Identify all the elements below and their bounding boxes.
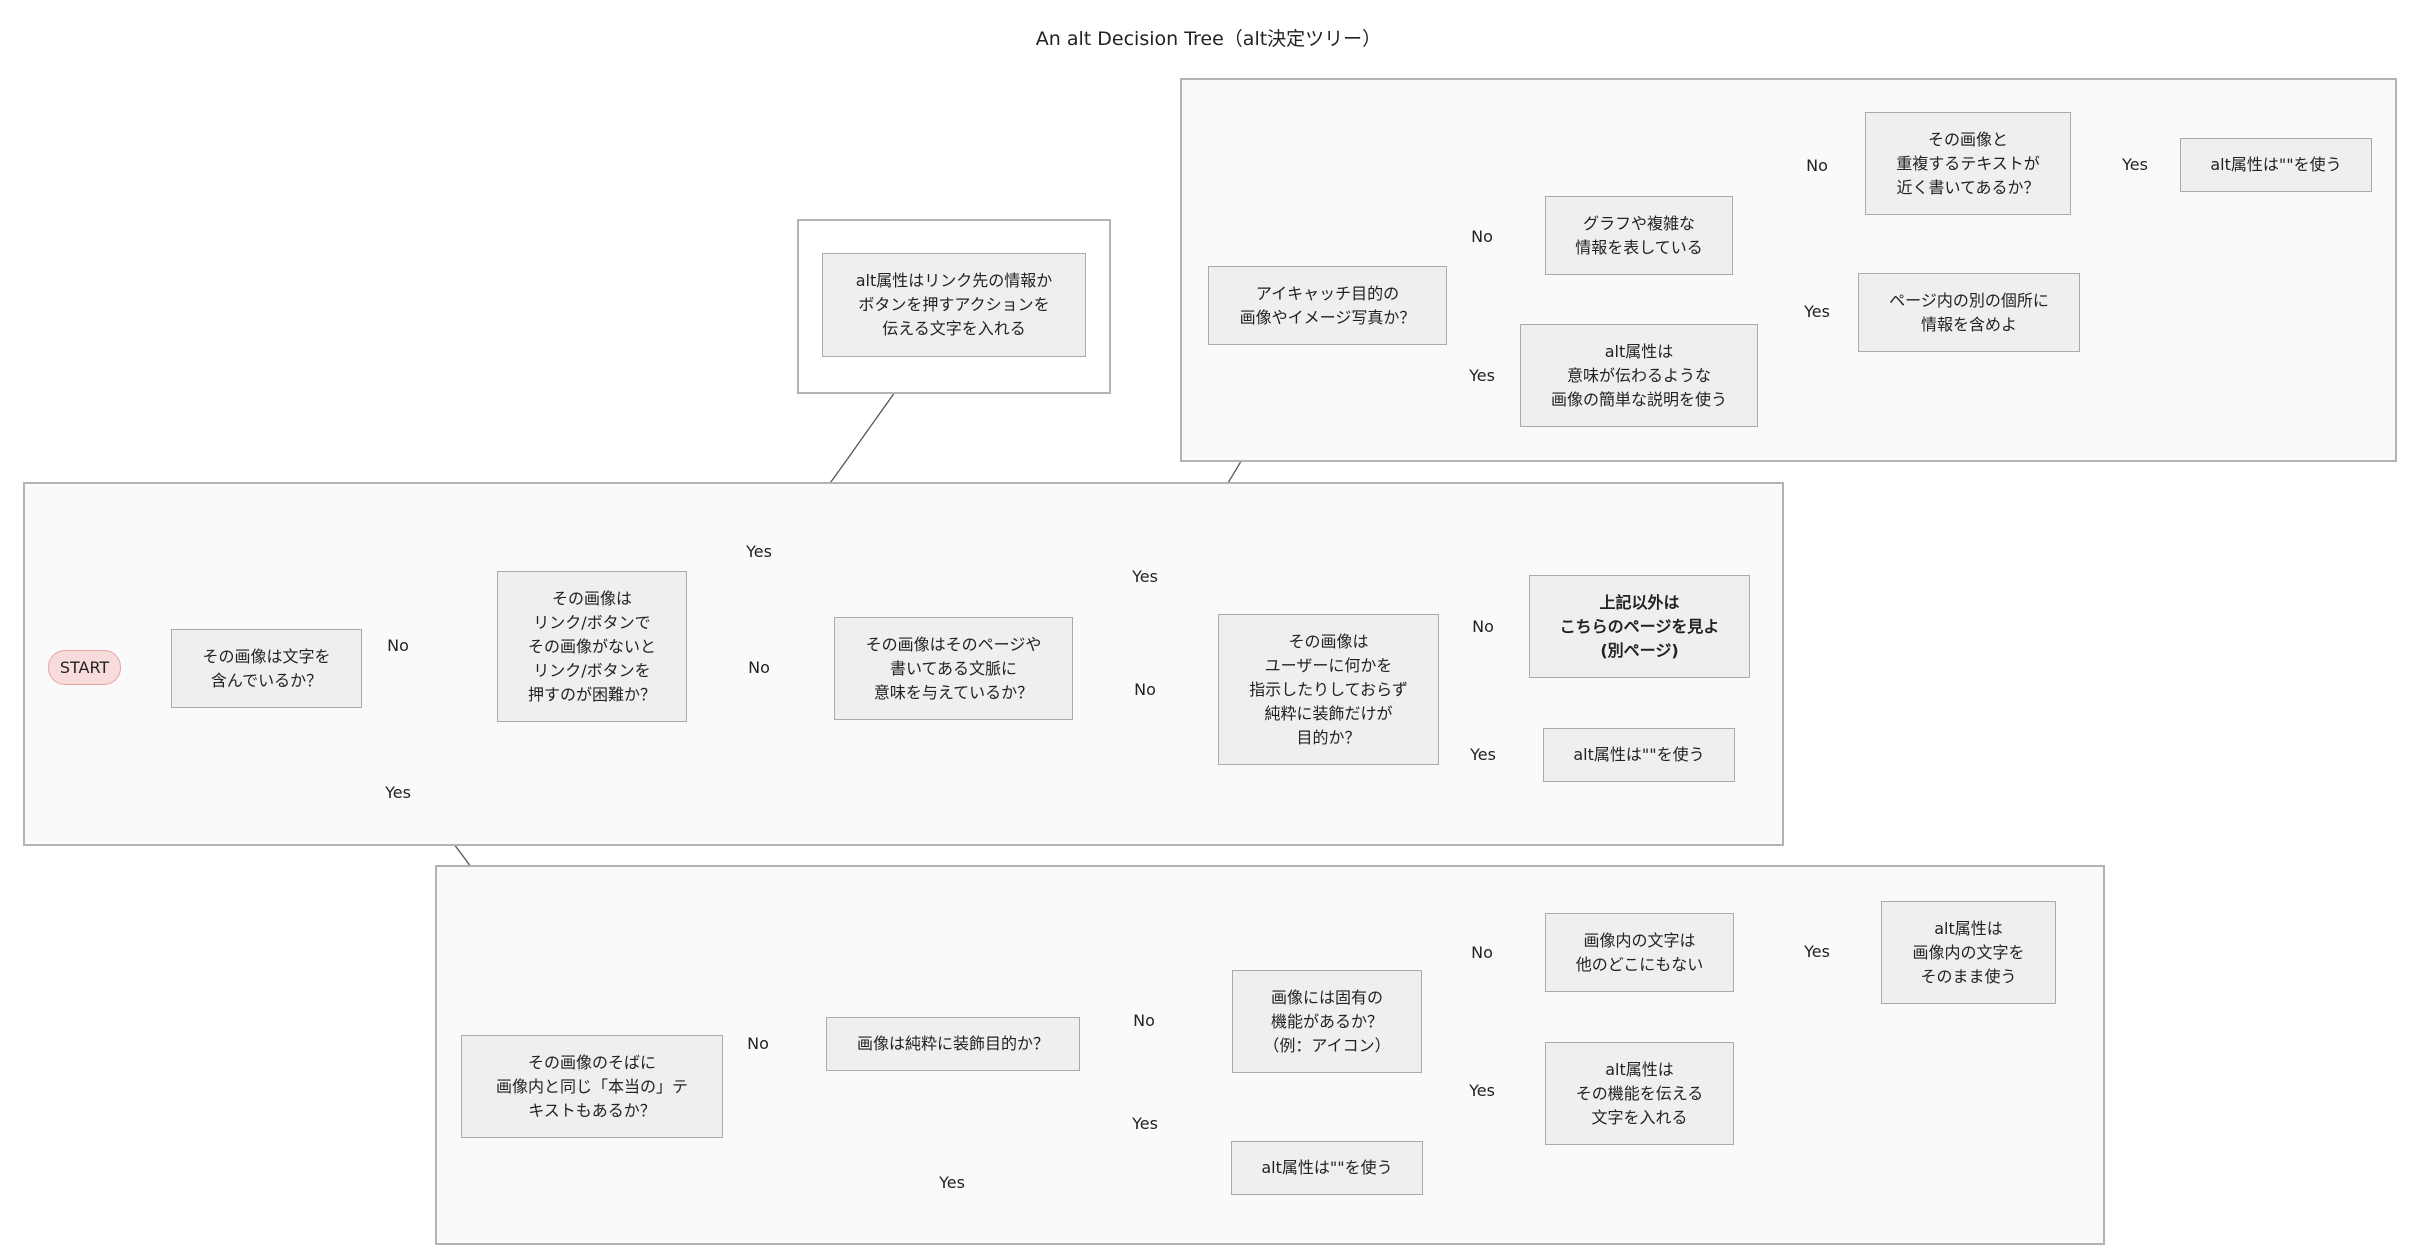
edge-label-no: No bbox=[1469, 943, 1495, 962]
node-decorative-purpose: 画像は純粋に装飾目的か？ bbox=[826, 1017, 1080, 1071]
edge-label-yes: Yes bbox=[744, 542, 774, 561]
node-purely-decorative-check: その画像は ユーザーに何かを 指示したりしておらず 純粋に装飾だけが 目的か？ bbox=[1218, 614, 1439, 765]
node-graph-complex-info: グラフや複雑な 情報を表している bbox=[1545, 196, 1733, 275]
edge-label-yes: Yes bbox=[1468, 745, 1498, 764]
edge-label-no: No bbox=[1804, 156, 1830, 175]
edge-label-yes: Yes bbox=[1802, 302, 1832, 321]
edge-label-yes: Yes bbox=[383, 783, 413, 802]
edge-label-no: No bbox=[1469, 227, 1495, 246]
node-link-or-button: その画像は リンク/ボタンで その画像がないと リンク/ボタンを 押すのが困難か… bbox=[497, 571, 687, 722]
edge-label-yes: Yes bbox=[1467, 366, 1497, 385]
edge-label-no: No bbox=[1131, 1011, 1157, 1030]
edge-label-no: No bbox=[385, 636, 411, 655]
edge-label-yes: Yes bbox=[1802, 942, 1832, 961]
node-alt-simple-description: alt属性は 意味が伝わるような 画像の簡単な説明を使う bbox=[1520, 324, 1758, 427]
node-alt-empty-2: alt属性は""を使う bbox=[2180, 138, 2372, 192]
node-alt-link-action: alt属性はリンク先の情報か ボタンを押すアクションを 伝える文字を入れる bbox=[822, 253, 1086, 357]
edge-label-yes: Yes bbox=[2120, 155, 2150, 174]
node-alt-image-text: alt属性は 画像内の文字を そのまま使う bbox=[1881, 901, 2056, 1004]
edge-label-yes: Yes bbox=[1130, 567, 1160, 586]
edge-label-no: No bbox=[1132, 680, 1158, 699]
edge-label-yes: Yes bbox=[937, 1173, 967, 1192]
node-alt-function: alt属性は その機能を伝える 文字を入れる bbox=[1545, 1042, 1734, 1145]
edge-label-no: No bbox=[746, 658, 772, 677]
node-eyecatch-image: アイキャッチ目的の 画像やイメージ写真か？ bbox=[1208, 266, 1447, 345]
edge-label-yes: Yes bbox=[1130, 1114, 1160, 1133]
edge-label-yes: Yes bbox=[1467, 1081, 1497, 1100]
node-alt-empty-3: alt属性は""を使う bbox=[1231, 1141, 1423, 1195]
node-alt-empty-1: alt属性は""を使う bbox=[1543, 728, 1735, 782]
diagram-title: An alt Decision Tree（alt決定ツリー） bbox=[1035, 28, 1382, 50]
edge-label-no: No bbox=[745, 1034, 771, 1053]
node-see-other-page: 上記以外は こちらのページを見よ (別ページ) bbox=[1529, 575, 1750, 678]
node-real-text-nearby: その画像のそばに 画像内と同じ「本当の」テ キストもあるか？ bbox=[461, 1035, 723, 1138]
node-duplicate-text-nearby: その画像と 重複するテキストが 近く書いてあるか？ bbox=[1865, 112, 2071, 215]
node-gives-context-meaning: その画像はそのページや 書いてある文脈に 意味を与えているか？ bbox=[834, 617, 1073, 720]
edge-label-no: No bbox=[1470, 617, 1496, 636]
node-contains-text: その画像は文字を 含んでいるか？ bbox=[171, 629, 362, 708]
node-has-function: 画像には固有の 機能があるか？ （例：アイコン） bbox=[1232, 970, 1422, 1073]
start-node: START bbox=[48, 650, 121, 685]
node-info-elsewhere: ページ内の別の個所に 情報を含めよ bbox=[1858, 273, 2080, 352]
node-text-nowhere-else: 画像内の文字は 他のどこにもない bbox=[1545, 913, 1734, 992]
